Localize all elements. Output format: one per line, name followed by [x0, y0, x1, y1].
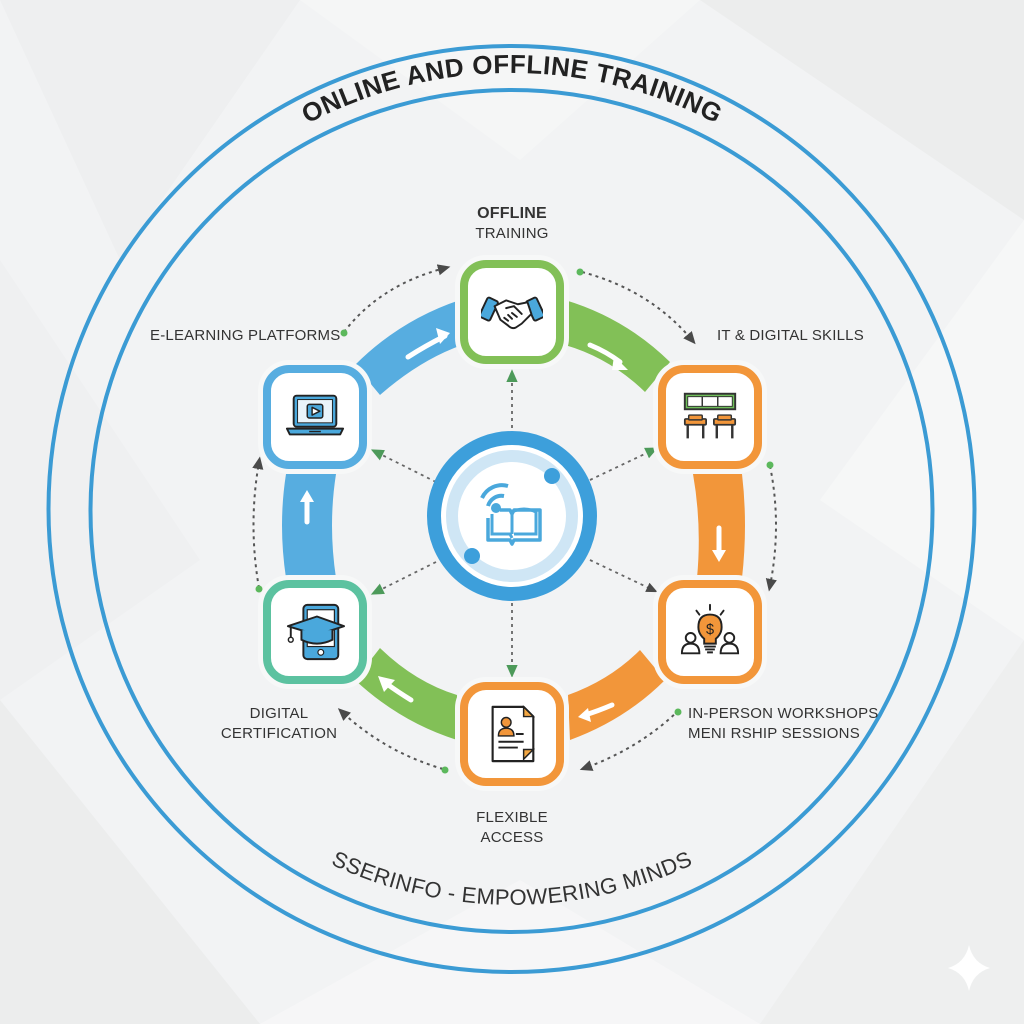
- node-offline-training[interactable]: [460, 260, 564, 364]
- wifi-book-icon: [480, 483, 542, 546]
- arc-arrowhead-icon: [612, 356, 628, 370]
- svg-text:$: $: [706, 622, 714, 638]
- label-line-2: MENI RSHIP SESSIONS: [688, 725, 860, 742]
- arc-arrowhead-icon: [300, 490, 314, 502]
- label-in-person-workshops: IN-PERSON WORKSHOPS MENI RSHIP SESSIONS: [688, 704, 879, 744]
- cycle-arcs: [282, 300, 745, 740]
- arc-arrowhead-icon: [436, 328, 450, 344]
- node-digital-certification[interactable]: [263, 580, 367, 684]
- lightbulb-people-icon: $: [680, 603, 740, 655]
- label-offline-training: OFFLINE TRAINING: [452, 204, 572, 244]
- label-line-1: IT & DIGITAL SKILLS: [717, 327, 864, 344]
- outer-dotted-connectors: [252, 264, 777, 771]
- arc-arrowhead-icon: [712, 550, 726, 562]
- node-in-person-workshops[interactable]: $: [658, 580, 762, 684]
- classroom-icon: [683, 392, 737, 439]
- label-it-digital-skills: IT & DIGITAL SKILLS: [717, 326, 864, 346]
- resume-document-icon: [491, 705, 536, 763]
- cycle-arc-elearning-to-offline: [355, 300, 462, 395]
- arc-arrowhead-icon: [578, 708, 591, 722]
- label-line-1: IN-PERSON WORKSHOPS: [688, 705, 879, 722]
- label-line-1: DIGITAL: [249, 705, 309, 722]
- connector-start-dots: [255, 268, 774, 774]
- cycle-arc-workshops-to-flexible: [568, 650, 665, 740]
- node-e-learning-platforms[interactable]: [263, 365, 367, 469]
- laptop-video-icon: [285, 394, 345, 436]
- inner-ring: [88, 88, 935, 934]
- label-e-learning-platforms: E-LEARNING PLATFORMS: [150, 326, 340, 346]
- footer-arc-text: SSERINFO - EMPOWERING MINDS: [328, 846, 695, 910]
- cycle-arc-certification-to-elearning: [282, 474, 336, 578]
- label-line-1: E-LEARNING PLATFORMS: [150, 327, 341, 344]
- node-flexible-access[interactable]: [460, 682, 564, 786]
- label-line-2: TRAINING: [475, 225, 549, 242]
- label-flexible-access: FLEXIBLE ACCESS: [452, 808, 572, 848]
- label-line-1: OFFLINE: [477, 205, 547, 222]
- handshake-icon: [481, 296, 543, 330]
- label-line-2: ACCESS: [480, 829, 544, 846]
- outer-ring: [46, 44, 977, 974]
- cycle-arc-offline-to-it: [565, 300, 670, 392]
- arc-arrowhead-icon: [378, 676, 395, 692]
- node-it-digital-skills[interactable]: [658, 365, 762, 469]
- tablet-graduation-icon: [286, 603, 346, 661]
- label-line-2: CERTIFICATION: [220, 725, 338, 742]
- label-line-1: FLEXIBLE: [476, 809, 548, 826]
- label-digital-certification: DIGITAL CERTIFICATION: [214, 704, 344, 744]
- sparkle-icon: [948, 945, 990, 991]
- hub-spokes: [370, 369, 659, 678]
